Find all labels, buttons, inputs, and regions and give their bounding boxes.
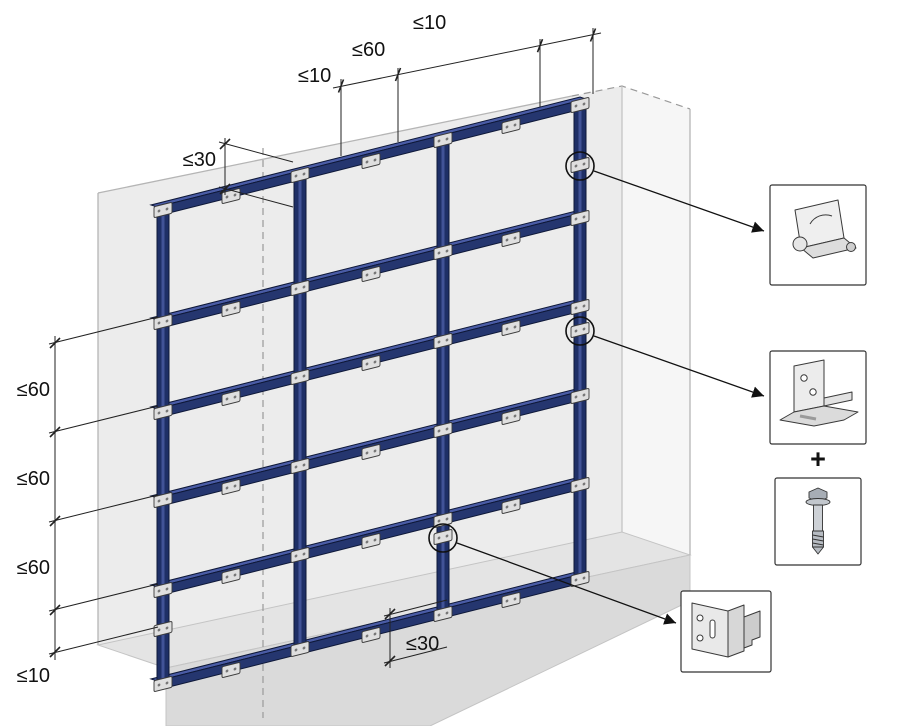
dim-bottom-30: ≤30: [383, 599, 448, 668]
dim-top-chain: ≤10 ≤60 ≤10: [298, 12, 602, 156]
dim-label-top-10-inner: ≤10: [298, 65, 331, 87]
dim-label-bottom-30: ≤30: [406, 633, 439, 655]
dim-label-top-60: ≤60: [352, 39, 385, 61]
dim-label-side-10: ≤10: [17, 665, 50, 687]
corner-bracket-icon: [792, 199, 857, 259]
wall-top-edge: [97, 95, 573, 194]
detail-marker-circle-top: [565, 151, 595, 181]
leader-arrow-bottom: [456, 542, 677, 625]
detail-markers: [428, 151, 765, 625]
dim-label-side-60-2: ≤60: [17, 468, 50, 490]
dim-left-chain: ≤60 ≤60 ≤60 ≤10: [17, 316, 159, 687]
hanging-bracket-icon: [691, 602, 761, 658]
leader-arrow-middle: [593, 335, 765, 398]
leader-arrow-top: [593, 170, 765, 233]
detail-marker-circle-bottom: [428, 523, 458, 553]
dim-label-left-top-30: ≤30: [183, 149, 216, 171]
dim-left-top-30: ≤30: [183, 138, 294, 208]
substructure-frame: [149, 96, 590, 693]
wall-side-face: [622, 86, 690, 555]
dim-label-top-10-outer: ≤10: [413, 12, 446, 34]
dim-label-side-60-1: ≤60: [17, 379, 50, 401]
dim-label-side-60-3: ≤60: [17, 557, 50, 579]
callouts: +: [680, 184, 867, 673]
plus-sign: +: [810, 444, 826, 474]
wall-angle-bracket-icon: [779, 359, 859, 427]
detail-marker-circle-middle: [565, 316, 595, 346]
anchor-bolt-icon: [805, 487, 831, 555]
floor-front: [165, 554, 691, 726]
